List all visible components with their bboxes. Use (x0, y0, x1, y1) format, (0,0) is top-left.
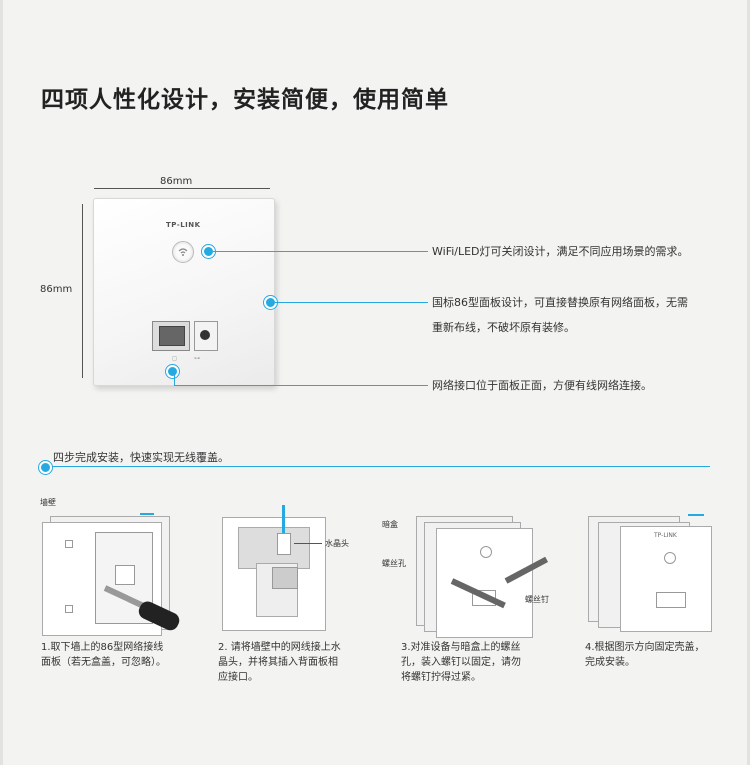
callout-dot-port (166, 365, 179, 378)
callout-line-panel (275, 302, 428, 303)
steps-heading-dot (39, 461, 52, 474)
feature-wifi-led: WiFi/LED灯可关闭设计，满足不同应用场景的需求。 (432, 245, 689, 258)
callout-line-port (174, 385, 428, 386)
left-border (0, 0, 3, 765)
steps-divider (45, 466, 710, 467)
label-screw-hole: 螺丝孔 (382, 559, 406, 568)
height-dimension-line (82, 204, 83, 378)
step4-illustration: TP-LINK (584, 508, 724, 633)
step1-caption: 1.取下墙上的86型网络接线 面板（若无盒盖，可忽略）。 (41, 642, 166, 668)
height-dimension-label: 86mm (40, 284, 73, 295)
step2-illustration (222, 505, 362, 635)
right-border (747, 0, 750, 765)
label-backbox: 暗盒 (382, 520, 398, 529)
step2-caption: 2. 请将墙壁中的网线接上水 晶头，并将其插入背面板相 应接口。 (218, 642, 341, 683)
page-title: 四项人性化设计，安装简便，使用简单 (41, 87, 449, 113)
step3-illustration (408, 512, 549, 638)
panel-brand-logo: TP-LINK (166, 221, 201, 229)
width-dimension-label: 86mm (160, 176, 193, 187)
feature-86-panel: 国标86型面板设计，可直接替换原有网络面板，无需 重新布线，不破坏原有装修。 (432, 296, 688, 334)
port-symbol-icon: ◻ (172, 355, 177, 362)
label-crystal-head: 水晶头 (325, 539, 349, 548)
step3-caption: 3.对准设备与暗盒上的螺丝 孔，装入螺钉以固定，请勿 将螺钉拧得过紧。 (401, 642, 521, 683)
callout-line-wifi (213, 251, 428, 252)
callout-line-port-vertical (174, 371, 175, 385)
step1-direction-arrow-icon (140, 513, 154, 515)
width-dimension-line (94, 188, 270, 189)
power-port-icon (194, 321, 218, 351)
ethernet-port-icon (152, 321, 190, 351)
label-wall: 墙壁 (40, 498, 56, 507)
power-symbol-icon: ⊶ (194, 355, 200, 362)
step4-caption: 4.根据图示方向固定壳盖， 完成安装。 (585, 642, 705, 668)
feature-front-port: 网络接口位于面板正面，方便有线网络连接。 (432, 379, 652, 392)
wifi-led-button-icon (172, 241, 194, 263)
step1-illustration (40, 510, 182, 636)
label-screw: 螺丝钉 (525, 595, 549, 604)
step4-direction-arrow-icon (688, 514, 704, 516)
steps-heading: 四步完成安装，快速实现无线覆盖。 (53, 451, 229, 464)
wall-panel-ap-image: TP-LINK ◻ ⊶ (93, 198, 275, 386)
